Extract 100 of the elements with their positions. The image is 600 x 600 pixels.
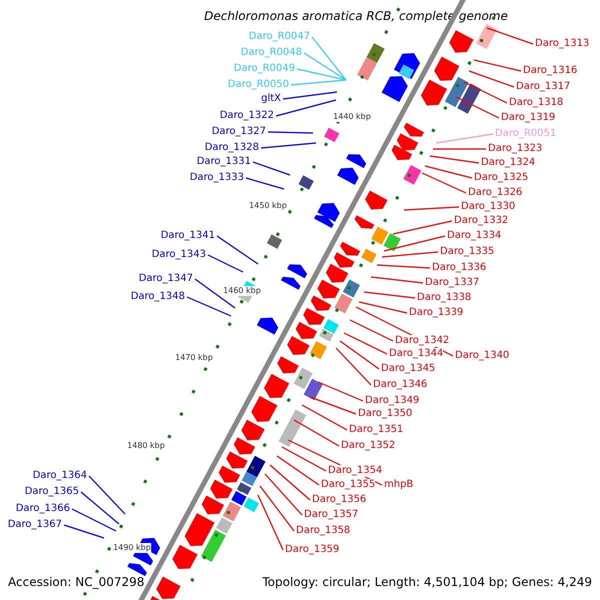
leader-line <box>268 131 314 134</box>
leader-line <box>296 68 346 81</box>
leader-line <box>282 446 326 472</box>
leader-line <box>340 340 380 370</box>
gene-label: Daro_1344 <box>389 348 444 360</box>
gene-label: Daro_1355 <box>321 479 376 491</box>
leader-line <box>436 133 494 144</box>
leader-line <box>384 235 446 252</box>
gene-label: Daro_1337 <box>425 277 480 289</box>
leader-line <box>382 251 438 258</box>
leader-line <box>80 492 120 524</box>
gene-label: Daro_1354 <box>328 465 382 477</box>
gene-label: Daro_1341 <box>160 230 215 242</box>
gene-label: Daro_1367 <box>8 519 62 531</box>
scale-label: 1480 kbp <box>127 441 165 451</box>
leader-line <box>318 381 364 402</box>
leader-line <box>304 52 346 80</box>
leader-line <box>433 148 486 150</box>
leader-line <box>456 96 500 119</box>
leader-line <box>270 464 310 500</box>
leader-line <box>276 456 320 486</box>
leader-line <box>468 70 514 88</box>
gene-label: Daro_1358 <box>296 525 350 537</box>
leader-line <box>194 278 236 308</box>
leader-line <box>294 419 340 447</box>
gene-label: Daro_1317 <box>516 81 570 93</box>
gene-label: Daro_1342 <box>395 335 450 347</box>
gene-label: Daro_1343 <box>152 249 206 261</box>
gene-label: Daro_1327 <box>212 126 266 138</box>
gene-label: Daro_1336 <box>432 262 486 274</box>
gene-label: Daro_1346 <box>373 379 428 391</box>
leader-line <box>422 172 466 194</box>
scale-label: 1490 kbp <box>113 543 151 553</box>
gene-label: Daro_1313 <box>535 38 590 50</box>
gene-label: Daro_1328 <box>204 142 259 154</box>
leader-line <box>312 36 346 80</box>
gene-label: Daro_1330 <box>461 201 516 213</box>
leader-line <box>474 59 522 72</box>
leader-line <box>364 291 416 299</box>
gene-label: Daro_1316 <box>523 65 578 77</box>
gene-label: Daro_1322 <box>220 110 274 122</box>
gene-label: Daro_1352 <box>341 440 396 452</box>
gene-label: Daro_1331 <box>196 156 251 168</box>
leader-line <box>310 396 356 415</box>
leader-line <box>336 348 372 386</box>
gene-label: mhpB <box>384 479 414 491</box>
leader-line <box>404 206 460 211</box>
leader-line <box>392 220 452 235</box>
gene-label: Daro_1350 <box>358 408 412 420</box>
leader-line <box>216 236 258 264</box>
scale-label: 1470 kbp <box>175 353 213 363</box>
leader-line <box>257 494 284 550</box>
gene-label: Daro_1335 <box>440 246 494 258</box>
genome-info-text: Topology: circular; Length: 4,501,104 bp; Genes: 4,249 <box>262 575 592 589</box>
gene-label: Daro_R0050 <box>228 79 289 91</box>
leader-line <box>246 177 284 190</box>
leader-line <box>252 161 290 176</box>
gene-label: Daro_1365 <box>24 486 79 498</box>
gene-label: Daro_1324 <box>481 157 536 169</box>
leader-line <box>186 296 232 317</box>
gene-label: Daro_1326 <box>468 187 522 199</box>
leader-line <box>430 155 480 164</box>
leader-line <box>282 91 338 100</box>
leader-line <box>350 319 394 342</box>
gene-label: Daro_1334 <box>447 230 502 242</box>
gene-label: Daro_1318 <box>509 97 564 109</box>
leader-line <box>88 476 126 514</box>
leader-line <box>64 524 104 539</box>
scale-label: 1450 kbp <box>249 201 287 211</box>
gene-label: Daro_1364 <box>32 470 87 482</box>
gene-label: Daro_R0051 <box>495 128 556 140</box>
gene-label: Daro_1356 <box>312 494 366 506</box>
leader-line <box>264 474 302 516</box>
leader-line <box>358 301 408 314</box>
gene-label: Daro_1366 <box>16 503 70 515</box>
leader-line <box>208 254 244 273</box>
gene-label: Daro_1347 <box>138 273 193 285</box>
gene-label: gltX <box>261 93 281 105</box>
gene-label: Daro_1357 <box>304 509 358 521</box>
gene-label: Daro_R0048 <box>240 47 302 59</box>
gene-label: Daro_1340 <box>455 350 510 362</box>
gene-label: Daro_1332 <box>454 215 508 227</box>
gene-label: Daro_1319 <box>501 112 556 124</box>
leader-line <box>344 332 388 355</box>
leader-line <box>424 165 472 179</box>
gene-label: Daro_1339 <box>409 307 464 319</box>
gene-label: Daro_1348 <box>130 291 185 303</box>
leader-line <box>290 79 346 86</box>
leader-line <box>376 264 430 269</box>
gene-label: Daro_1349 <box>365 395 420 407</box>
gene-label: Daro_1323 <box>488 143 542 155</box>
accession-text: Accession: NC_007298 <box>8 575 144 589</box>
gene-label: Daro_1325 <box>474 172 528 184</box>
leader-line <box>302 404 348 431</box>
gene-label: Daro_R0049 <box>234 63 295 75</box>
leader-line <box>260 142 316 149</box>
leader-line <box>72 508 116 532</box>
gene-label: Daro_1359 <box>285 544 340 556</box>
leader-line <box>486 27 534 45</box>
gene-label: Daro_1338 <box>417 292 472 304</box>
